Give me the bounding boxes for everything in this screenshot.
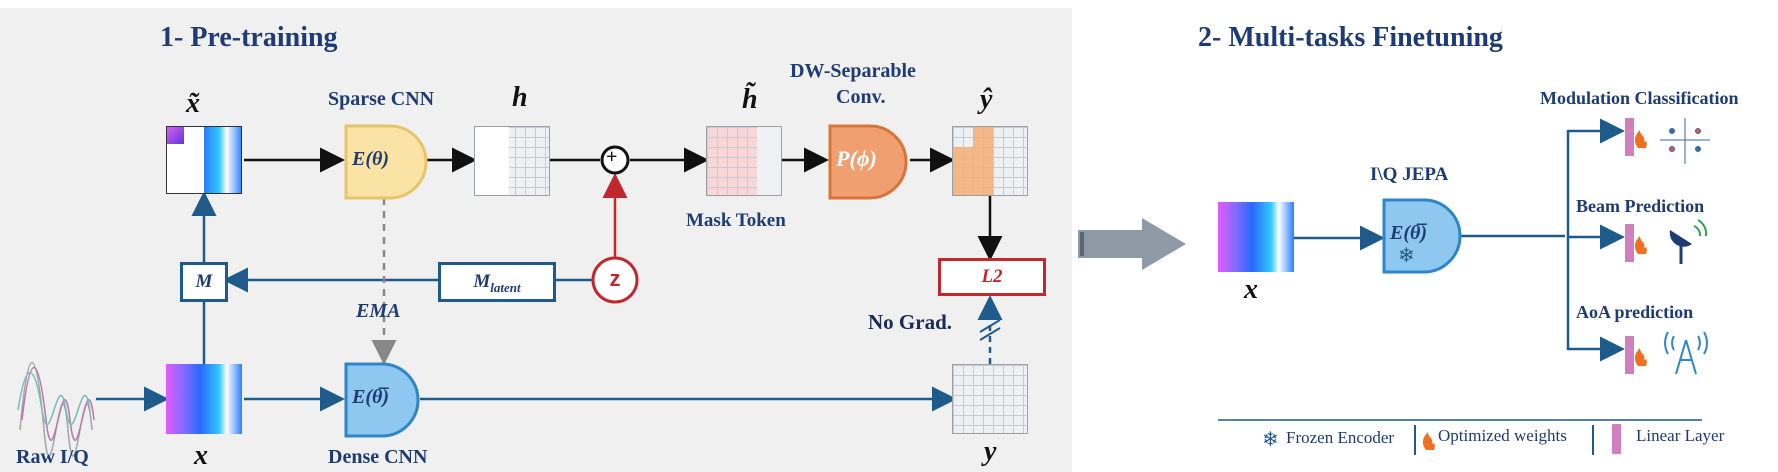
flame-icon-2 (1634, 236, 1647, 254)
finetune-symbol-x: x (1244, 274, 1258, 305)
no-grad-label: No Grad. (868, 310, 952, 334)
sparse-cnn-label: Sparse CNN (328, 88, 435, 110)
symbol-h: h (512, 82, 528, 113)
flame-icon-1 (1634, 130, 1647, 148)
mask-latent-subscript: latent (490, 279, 521, 295)
task-aoa-label: AoA prediction (1576, 302, 1694, 322)
masked-input-xtilde (166, 126, 242, 194)
symbol-y: y (984, 436, 997, 467)
linear-layer-3 (1625, 336, 1634, 374)
predictor-shape (828, 124, 908, 200)
dense-encoder-shape (344, 362, 420, 438)
z-node (591, 256, 639, 304)
input-iq-x (166, 364, 242, 434)
task-modulation-label: Modulation Classification (1540, 88, 1739, 108)
ema-label: EMA (356, 300, 401, 322)
mask-token-grid (706, 126, 782, 196)
linear-layer-2 (1625, 224, 1634, 262)
plus-node (600, 145, 630, 175)
raw-iq-waveform-icon (17, 361, 95, 457)
predictor-label: P(ϕ) (836, 146, 877, 171)
dense-encoder-label: E(θ̅) (352, 386, 390, 408)
finetuning-title: 2- Multi-tasks Finetuning (1198, 22, 1503, 53)
plus-label: + (606, 146, 618, 168)
prediction-yhat (952, 126, 1028, 196)
finetune-input-x (1218, 202, 1294, 272)
transition-arrow-icon (1078, 218, 1186, 270)
symbol-h-tilde: h̃ (742, 84, 758, 115)
legend-linear-icon (1612, 424, 1621, 454)
legend-snowflake-icon: ❄ (1262, 429, 1279, 451)
context-embedding-h (474, 126, 550, 196)
target-y (952, 364, 1028, 434)
finetune-encoder-label: E(θ̅) (1390, 222, 1428, 244)
constellation-icon (1660, 118, 1710, 164)
mask-latent-box: Mlatent (438, 262, 556, 302)
pretraining-title: 1- Pre-training (160, 22, 338, 53)
mask-box: M (180, 262, 228, 302)
dw-conv-label-1: DW-Separable (790, 60, 916, 82)
jepa-label: I\Q JEPA (1370, 164, 1449, 185)
z-label: z (609, 266, 621, 291)
linear-layer-1 (1625, 118, 1634, 156)
loss-box: L2 (938, 258, 1046, 296)
symbol-y-hat: ŷ (980, 84, 993, 115)
sparse-encoder-shape (344, 124, 428, 200)
snowflake-icon: ❄ (1398, 245, 1415, 267)
finetune-encoder-shape (1382, 198, 1462, 274)
flame-icon-3 (1634, 348, 1647, 366)
legend-optimized-label: Optimized weights (1438, 426, 1567, 445)
symbol-x-tilde: x̃ (186, 88, 200, 119)
sparse-encoder-label: E(θ) (352, 148, 390, 170)
cell-tower-icon (1664, 331, 1708, 375)
stop-grad-mark-2 (979, 319, 1001, 333)
mask-token-label: Mask Token (686, 210, 786, 231)
legend-linear-label: Linear Layer (1636, 426, 1725, 445)
legend-frozen-label: Frozen Encoder (1286, 428, 1395, 447)
raw-iq-label: Raw I/Q (16, 446, 89, 468)
symbol-x: x (194, 440, 208, 471)
dense-cnn-label: Dense CNN (328, 446, 428, 468)
stop-grad-mark-1 (979, 327, 1001, 341)
legend-flame-icon (1422, 432, 1435, 450)
dw-conv-label-2: Conv. (836, 86, 886, 108)
task-beam-label: Beam Prediction (1576, 196, 1705, 216)
satellite-dish-icon (1669, 219, 1708, 264)
